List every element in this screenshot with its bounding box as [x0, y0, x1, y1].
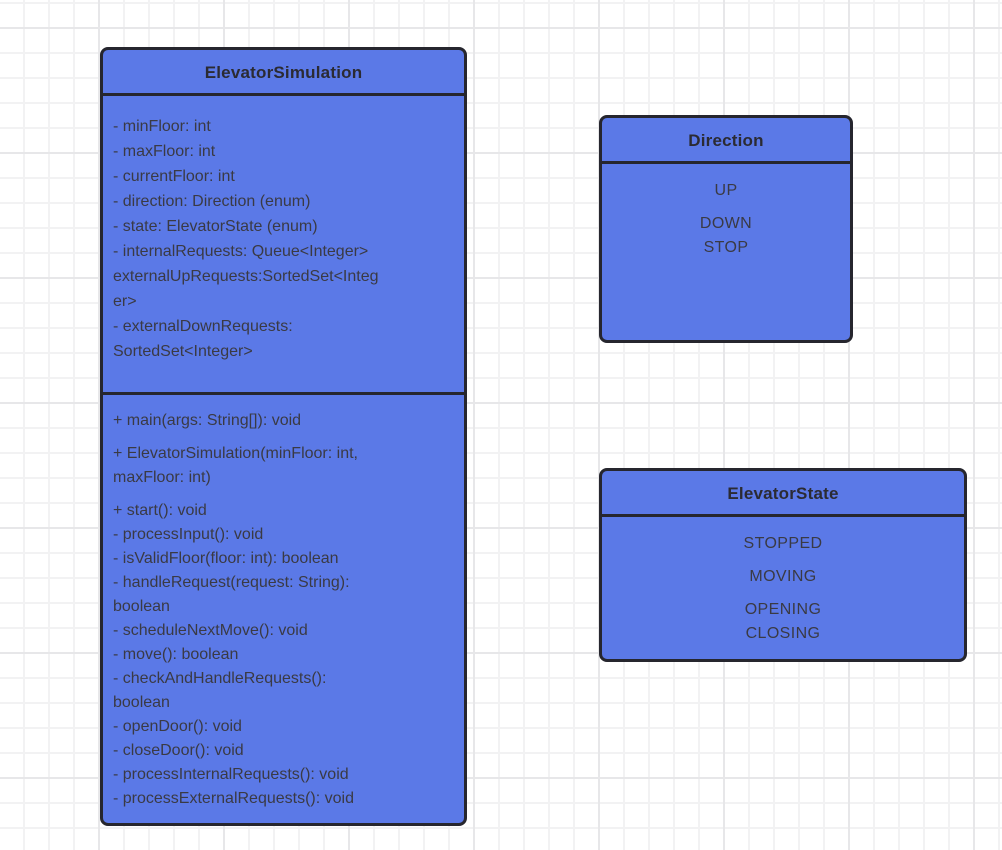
attribute-line: - externalDownRequests:: [113, 318, 293, 335]
attribute-line: SortedSet<Integer>: [113, 343, 253, 360]
method-line: - processInternalRequests(): void: [113, 766, 349, 783]
enum-title-direction: Direction: [602, 118, 850, 164]
enum-value-line: OPENING: [744, 601, 822, 618]
enum-value-line: UP: [714, 182, 738, 199]
attributes-section: - minFloor: int - maxFloor: int - currentF…: [103, 96, 464, 395]
attribute-line: externalUpRequests:SortedSet<Integ: [113, 268, 379, 285]
attribute-line: - state: ElevatorState (enum): [113, 218, 318, 235]
enum-value-line: MOVING: [749, 568, 817, 585]
attribute-line: - direction: Direction (enum): [113, 193, 311, 210]
enum-value-line: STOP: [703, 239, 749, 256]
method-line: - processInput(): void: [113, 526, 264, 543]
method-line: + main(args: String[]): void: [113, 412, 302, 429]
enum-values-elevator-state: STOPPED MOVING OPENING CLOSING: [602, 517, 964, 659]
method-line: - openDoor(): void: [113, 718, 242, 735]
enum-value-line: STOPPED: [743, 535, 823, 552]
methods-section: + main(args: String[]): void + ElevatorSi…: [103, 395, 464, 823]
method-line: - checkAndHandleRequests():: [113, 670, 327, 687]
enum-value-line: DOWN: [699, 215, 753, 232]
enum-box-direction[interactable]: Direction UP DOWN STOP: [599, 115, 853, 343]
class-title-elevator-simulation: ElevatorSimulation: [103, 50, 464, 96]
enum-values-direction: UP DOWN STOP: [602, 164, 850, 340]
method-line: + start(): void: [113, 502, 207, 519]
method-line: - isValidFloor(floor: int): boolean: [113, 550, 339, 567]
method-line: boolean: [113, 694, 170, 711]
method-line: - closeDoor(): void: [113, 742, 244, 759]
class-box-elevator-simulation[interactable]: ElevatorSimulation - minFloor: int - maxF…: [100, 47, 467, 826]
method-line: + ElevatorSimulation(minFloor: int,: [113, 445, 358, 462]
attribute-line: er>: [113, 293, 137, 310]
enum-box-elevator-state[interactable]: ElevatorState STOPPED MOVING OPENING CLOSIN…: [599, 468, 967, 662]
method-line: boolean: [113, 598, 170, 615]
attribute-line: - minFloor: int: [113, 118, 211, 135]
method-line: - handleRequest(request: String):: [113, 574, 350, 591]
method-line: maxFloor: int): [113, 469, 211, 486]
method-line: - move(): boolean: [113, 646, 239, 663]
attribute-line: - internalRequests: Queue<Integer>: [113, 243, 369, 260]
attribute-line: - currentFloor: int: [113, 168, 235, 185]
enum-value-line: CLOSING: [745, 625, 821, 642]
method-line: - scheduleNextMove(): void: [113, 622, 308, 639]
method-line: - processExternalRequests(): void: [113, 790, 354, 807]
attribute-line: - maxFloor: int: [113, 143, 216, 160]
enum-title-elevator-state: ElevatorState: [602, 471, 964, 517]
